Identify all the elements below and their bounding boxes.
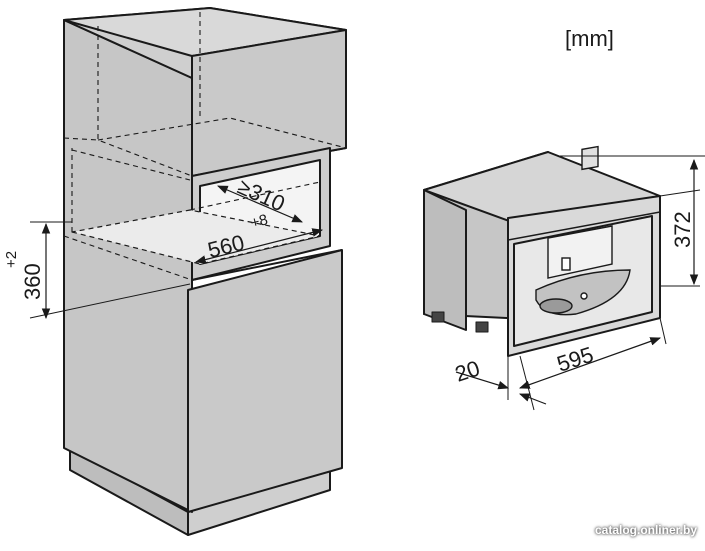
niche-height-tolerance: +2 bbox=[3, 251, 20, 268]
tall-cabinet bbox=[63, 7, 347, 536]
dispenser-window bbox=[561, 257, 571, 271]
appliance-dimensions bbox=[455, 155, 705, 411]
watermark: catalog.onliner.by bbox=[594, 523, 697, 537]
coffee-dispenser bbox=[535, 145, 631, 316]
machine-height-label: 372 bbox=[670, 211, 695, 248]
dim-line-front-offset bbox=[455, 371, 510, 390]
machine-body-left bbox=[423, 189, 467, 331]
niche-width-tolerance: +8 bbox=[249, 211, 270, 232]
drip-tray-grille bbox=[539, 298, 573, 314]
cabinet-dimensions bbox=[29, 185, 324, 320]
dim-line-niche-depth bbox=[217, 185, 303, 223]
cabinet-side-panel bbox=[63, 19, 193, 513]
cabinet-lower-door bbox=[187, 249, 343, 513]
unit-label: [mm] bbox=[565, 26, 614, 51]
machine-width-label: 595 bbox=[554, 342, 597, 377]
machine-foot-left bbox=[431, 311, 445, 323]
dim-line-niche-width bbox=[194, 228, 324, 264]
front-offset-label: 20 bbox=[452, 355, 483, 386]
coffee-machine bbox=[423, 151, 661, 357]
machine-foot-right bbox=[475, 321, 489, 333]
dispenser-spout bbox=[581, 145, 599, 171]
dim-line-machine-width bbox=[518, 337, 662, 389]
drip-tray-button bbox=[580, 292, 588, 300]
niche-height-label: 360 bbox=[20, 263, 45, 300]
